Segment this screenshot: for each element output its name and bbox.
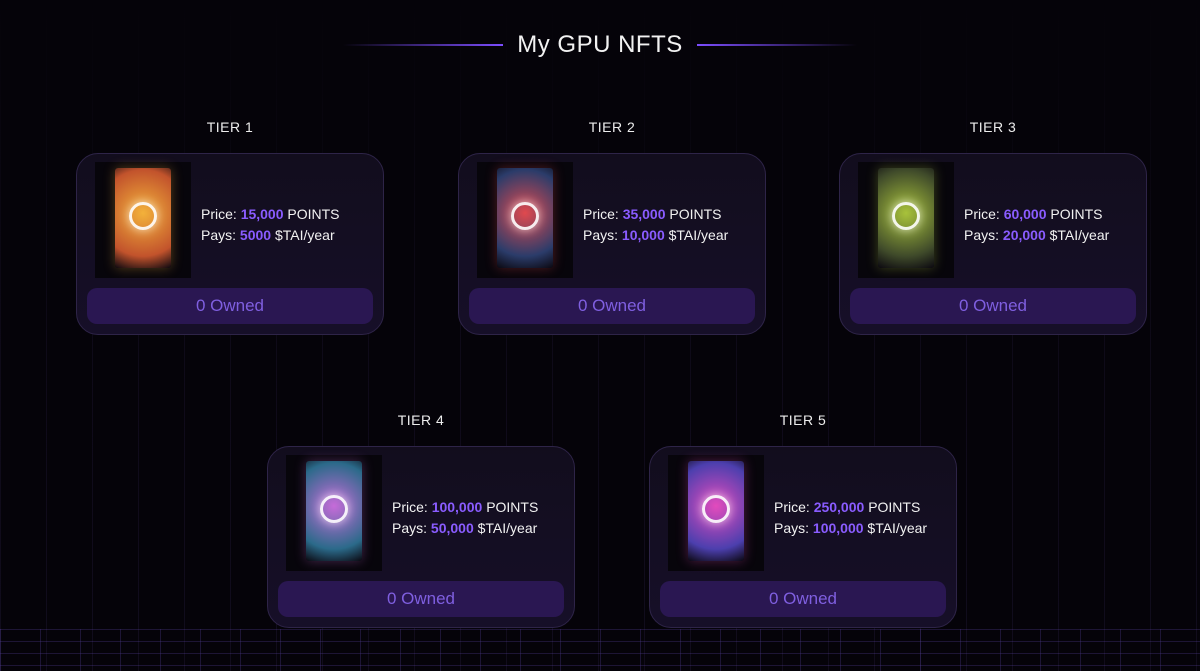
title-divider-right xyxy=(696,44,857,46)
tier-4: TIER 4 Price: 100,000 POINTS Pays: 50,00… xyxy=(267,410,575,628)
price-line: Price: 250,000 POINTS xyxy=(774,497,927,518)
tier-info: Price: 15,000 POINTS Pays: 5000 $TAI/yea… xyxy=(201,204,340,246)
price-label: Price: xyxy=(964,206,1000,222)
pays-label: Pays: xyxy=(392,520,428,536)
pays-line: Pays: 5000 $TAI/year xyxy=(201,225,340,246)
price-value: 60,000 xyxy=(1003,206,1047,222)
tier-2: TIER 2 Price: 35,000 POINTS Pays: 10,000… xyxy=(458,117,766,335)
pays-label: Pays: xyxy=(964,227,1000,243)
gpu-nft-image xyxy=(668,455,764,571)
price-value: 15,000 xyxy=(240,206,284,222)
pays-label: Pays: xyxy=(201,227,237,243)
tier-label: TIER 2 xyxy=(588,119,636,135)
owned-button[interactable]: 0 Owned xyxy=(87,288,373,324)
price-line: Price: 100,000 POINTS xyxy=(392,497,538,518)
tier-card: Price: 60,000 POINTS Pays: 20,000 $TAI/y… xyxy=(839,153,1147,335)
price-unit: POINTS xyxy=(669,206,722,222)
price-unit: POINTS xyxy=(486,499,539,515)
price-line: Price: 15,000 POINTS xyxy=(201,204,340,225)
tier-label: TIER 1 xyxy=(206,119,254,135)
gpu-fan-icon xyxy=(892,202,920,230)
pays-unit: $TAI/year xyxy=(274,227,335,243)
gpu-fan-icon xyxy=(320,495,348,523)
gpu-nft-image xyxy=(477,162,573,278)
gpu-fan-icon xyxy=(511,202,539,230)
tier-5: TIER 5 Price: 250,000 POINTS Pays: 100,0… xyxy=(649,410,957,628)
tier-1: TIER 1 Price: 15,000 POINTS Pays: 5000 $… xyxy=(76,117,384,335)
price-line: Price: 35,000 POINTS xyxy=(583,204,728,225)
gpu-nft-image xyxy=(286,455,382,571)
gpu-fan-icon xyxy=(129,202,157,230)
price-label: Price: xyxy=(583,206,619,222)
tier-info: Price: 35,000 POINTS Pays: 10,000 $TAI/y… xyxy=(583,204,728,246)
title-divider-left xyxy=(343,44,504,46)
price-unit: POINTS xyxy=(1050,206,1103,222)
tier-label: TIER 3 xyxy=(969,119,1017,135)
pays-unit: $TAI/year xyxy=(668,227,729,243)
pays-value: 50,000 xyxy=(430,520,474,536)
gpu-fan-icon xyxy=(702,495,730,523)
tier-card: Price: 15,000 POINTS Pays: 5000 $TAI/yea… xyxy=(76,153,384,335)
price-label: Price: xyxy=(392,499,428,515)
pays-unit: $TAI/year xyxy=(867,520,928,536)
tier-label: TIER 4 xyxy=(397,412,445,428)
pays-value: 10,000 xyxy=(621,227,665,243)
pays-unit: $TAI/year xyxy=(477,520,538,536)
tier-3: TIER 3 Price: 60,000 POINTS Pays: 20,000… xyxy=(839,117,1147,335)
tier-info: Price: 250,000 POINTS Pays: 100,000 $TAI… xyxy=(774,497,927,539)
tier-label: TIER 5 xyxy=(779,412,827,428)
pays-line: Pays: 50,000 $TAI/year xyxy=(392,518,538,539)
pays-value: 100,000 xyxy=(812,520,864,536)
pays-value: 20,000 xyxy=(1002,227,1046,243)
pays-line: Pays: 10,000 $TAI/year xyxy=(583,225,728,246)
page-title: My GPU NFTS xyxy=(517,31,683,58)
price-unit: POINTS xyxy=(287,206,340,222)
owned-button[interactable]: 0 Owned xyxy=(278,581,564,617)
tier-card: Price: 250,000 POINTS Pays: 100,000 $TAI… xyxy=(649,446,957,628)
pays-label: Pays: xyxy=(774,520,810,536)
owned-button[interactable]: 0 Owned xyxy=(660,581,946,617)
tier-info: Price: 60,000 POINTS Pays: 20,000 $TAI/y… xyxy=(964,204,1109,246)
header: My GPU NFTS xyxy=(0,28,1200,62)
gpu-nft-image xyxy=(95,162,191,278)
grid-floor xyxy=(0,629,1200,671)
owned-button[interactable]: 0 Owned xyxy=(850,288,1136,324)
price-label: Price: xyxy=(774,499,810,515)
price-value: 100,000 xyxy=(431,499,483,515)
pays-unit: $TAI/year xyxy=(1049,227,1110,243)
tier-card: Price: 35,000 POINTS Pays: 10,000 $TAI/y… xyxy=(458,153,766,335)
owned-button[interactable]: 0 Owned xyxy=(469,288,755,324)
tier-card: Price: 100,000 POINTS Pays: 50,000 $TAI/… xyxy=(267,446,575,628)
pays-line: Pays: 20,000 $TAI/year xyxy=(964,225,1109,246)
pays-value: 5000 xyxy=(239,227,272,243)
price-line: Price: 60,000 POINTS xyxy=(964,204,1109,225)
gpu-nft-image xyxy=(858,162,954,278)
price-value: 250,000 xyxy=(813,499,865,515)
price-unit: POINTS xyxy=(868,499,921,515)
price-label: Price: xyxy=(201,206,237,222)
pays-label: Pays: xyxy=(583,227,619,243)
pays-line: Pays: 100,000 $TAI/year xyxy=(774,518,927,539)
tier-info: Price: 100,000 POINTS Pays: 50,000 $TAI/… xyxy=(392,497,538,539)
price-value: 35,000 xyxy=(622,206,666,222)
